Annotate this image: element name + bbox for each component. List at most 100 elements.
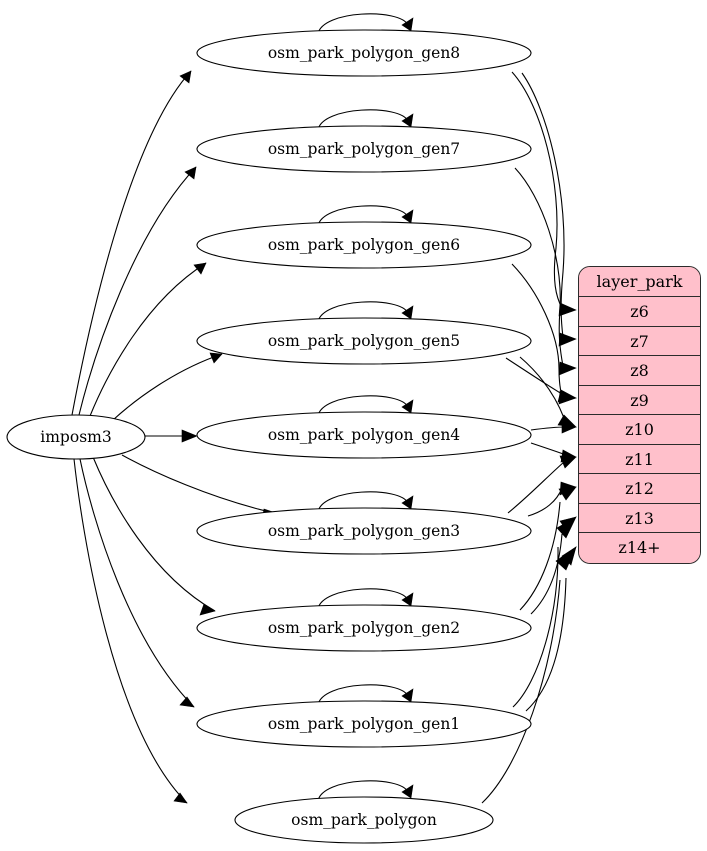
edge-imposm3-to-gen3 xyxy=(121,454,275,514)
self-loop-gen1 xyxy=(317,684,409,706)
edge-imposm3-to-gen8 xyxy=(71,70,192,416)
arrowhead-self-loop-gen7 xyxy=(401,113,414,128)
arrowhead-imposm3-base xyxy=(173,792,188,804)
arrowhead-imposm3-gen5 xyxy=(209,352,223,364)
layer-park-row-z9[interactable]: z9 xyxy=(579,385,700,415)
edge-gen3-to-z11 xyxy=(507,461,565,514)
edge-group-source-to-tables xyxy=(71,70,277,804)
node-osm-park-polygon[interactable]: osm_park_polygon xyxy=(234,796,494,844)
edge-gen8-to-z6 xyxy=(511,71,563,309)
arrowhead-gen4-z10 xyxy=(561,420,577,434)
node-gen3-label: osm_park_polygon_gen3 xyxy=(268,522,460,540)
self-loop-gen2 xyxy=(317,588,409,610)
edge-gen4-to-z10 xyxy=(530,426,567,431)
arrowhead-imposm3-gen4 xyxy=(181,429,198,443)
arrowhead-gen1-z13 xyxy=(556,516,577,539)
node-osm-park-polygon-gen2[interactable]: osm_park_polygon_gen2 xyxy=(196,604,532,652)
node-gen1-shape[interactable] xyxy=(196,700,532,748)
node-osm-park-polygon-gen6[interactable]: osm_park_polygon_gen6 xyxy=(196,221,532,269)
edge-gen1-to-z14 xyxy=(525,577,567,712)
arrowhead-gen2-z12 xyxy=(558,486,577,501)
arrowhead-self-loop-gen3 xyxy=(401,495,414,510)
edge-gen5-to-z9 xyxy=(505,357,563,395)
layer-park-row-z11[interactable]: z11 xyxy=(579,444,700,474)
node-gen5-label: osm_park_polygon_gen5 xyxy=(268,332,460,350)
edge-gen4-to-z11 xyxy=(530,442,567,456)
edge-imposm3-to-base xyxy=(73,458,188,804)
layer-park-row-z13[interactable]: z13 xyxy=(579,503,700,533)
layer-park-row-z7[interactable]: z7 xyxy=(579,326,700,356)
arrowhead-self-loop-gen4 xyxy=(401,399,414,414)
arrowhead-self-loop-gen8 xyxy=(401,17,414,32)
layer-park-row-z10[interactable]: z10 xyxy=(579,415,700,445)
self-loop-gen5 xyxy=(317,301,409,323)
layer-park-row-z14[interactable]: z14+ xyxy=(579,533,700,563)
node-group: imposm3 osm_park_polygon_gen8 osm_park_p… xyxy=(6,29,532,844)
layer-park-row-z8[interactable]: z8 xyxy=(579,356,700,386)
edge-gen5-to-z10 xyxy=(519,356,565,419)
node-osm-park-polygon-gen1[interactable]: osm_park_polygon_gen1 xyxy=(196,700,532,748)
node-gen2-shape[interactable] xyxy=(196,604,532,652)
arrowhead-gen7-z8 xyxy=(558,361,577,376)
arrowhead-imposm3-gen1 xyxy=(179,696,195,708)
node-osm-park-polygon-gen7[interactable]: osm_park_polygon_gen7 xyxy=(196,125,532,173)
arrowhead-self-loop-base xyxy=(401,784,414,799)
node-base-label: osm_park_polygon xyxy=(291,811,437,829)
node-gen3-shape[interactable] xyxy=(196,507,532,555)
arrowhead-base-z14 xyxy=(555,546,577,571)
self-loop-gen6 xyxy=(317,205,409,227)
edge-group-tables-to-layer xyxy=(481,71,577,804)
self-loop-gen8 xyxy=(317,13,409,35)
node-gen6-label: osm_park_polygon_gen6 xyxy=(268,236,460,254)
node-gen8-shape[interactable] xyxy=(196,29,532,77)
node-gen1-label: osm_park_polygon_gen1 xyxy=(268,715,460,733)
node-imposm3-shape[interactable] xyxy=(6,414,146,460)
arrowhead-self-loop-gen5 xyxy=(401,305,414,320)
edge-gen2-to-z12 xyxy=(519,501,561,611)
edge-gen1-to-z13 xyxy=(512,546,559,708)
arrowhead-gen5-z9b xyxy=(557,389,577,403)
arrowhead-self-loop-gen1 xyxy=(401,688,414,703)
node-base-shape[interactable] xyxy=(234,796,494,844)
node-gen4-label: osm_park_polygon_gen4 xyxy=(268,426,460,444)
edge-imposm3-to-gen1 xyxy=(79,458,195,708)
arrowhead-gen8-z7 xyxy=(558,332,577,347)
arrowhead-imposm3-gen6 xyxy=(193,262,207,275)
node-osm-park-polygon-gen8[interactable]: osm_park_polygon_gen8 xyxy=(196,29,532,77)
edge-group-self-loops xyxy=(317,13,414,802)
node-gen6-shape[interactable] xyxy=(196,221,532,269)
node-gen7-shape[interactable] xyxy=(196,125,532,173)
node-gen7-label: osm_park_polygon_gen7 xyxy=(268,140,460,158)
arrowhead-self-loop-gen6 xyxy=(401,209,414,224)
edge-gen2-to-z13 xyxy=(530,533,563,615)
edge-gen8-to-z7 xyxy=(521,72,565,338)
layer-park-header: layer_park xyxy=(579,267,700,297)
node-osm-park-polygon-gen5[interactable]: osm_park_polygon_gen5 xyxy=(196,317,532,365)
arrowhead-imposm3-gen7 xyxy=(184,166,197,180)
layer-park-row-z12[interactable]: z12 xyxy=(579,474,700,504)
node-gen2-label: osm_park_polygon_gen2 xyxy=(268,619,460,637)
self-loop-base xyxy=(317,780,409,802)
self-loop-gen3 xyxy=(317,491,409,513)
arrowhead-imposm3-gen2 xyxy=(199,603,216,616)
edge-gen7-to-z8 xyxy=(514,167,564,367)
node-gen4-shape[interactable] xyxy=(196,411,532,459)
arrowhead-self-loop-gen2 xyxy=(401,592,414,607)
edge-imposm3-to-gen7 xyxy=(78,166,197,416)
node-gen5-shape[interactable] xyxy=(196,317,532,365)
self-loop-gen4 xyxy=(317,395,409,417)
edge-gen3-to-z12 xyxy=(527,487,563,517)
node-imposm3[interactable]: imposm3 xyxy=(6,414,146,460)
edge-imposm3-to-gen6 xyxy=(89,262,207,417)
arrowhead-imposm3-gen8 xyxy=(179,70,192,84)
layer-park-table[interactable]: layer_park z6 z7 z8 z9 z10 z11 z12 z13 z… xyxy=(578,266,701,564)
self-loop-gen7 xyxy=(317,109,409,131)
node-gen8-label: osm_park_polygon_gen8 xyxy=(268,44,460,62)
arrowhead-gen3-z11 xyxy=(559,455,577,469)
edge-gen6-to-z9 xyxy=(511,263,563,397)
node-osm-park-polygon-gen3[interactable]: osm_park_polygon_gen3 xyxy=(196,507,532,555)
layer-park-row-z6[interactable]: z6 xyxy=(579,297,700,327)
node-osm-park-polygon-gen4[interactable]: osm_park_polygon_gen4 xyxy=(196,411,532,459)
